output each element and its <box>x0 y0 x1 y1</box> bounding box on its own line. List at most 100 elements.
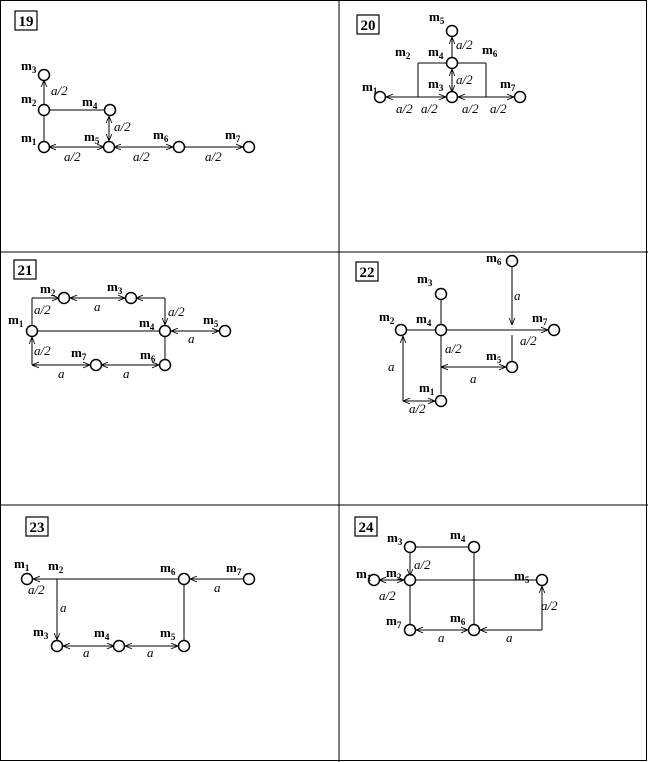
label-m3: m3 <box>417 271 433 288</box>
label-m2: m2 <box>386 565 402 582</box>
node-m7 <box>547 323 561 337</box>
node-m1 <box>367 573 381 587</box>
node-m7 <box>89 358 103 372</box>
label-m5: m5 <box>84 129 100 146</box>
node-m2 <box>403 573 417 587</box>
dimension-labels: a/2 a/2 a/2 a a <box>379 557 558 645</box>
label-m4: m4 <box>416 311 432 328</box>
svg-text:a/2: a/2 <box>462 101 479 116</box>
panel-24: 24 m3 m4 m1 m2 m5 m7 <box>354 516 558 645</box>
node-m4 <box>445 56 459 70</box>
panel-number: 22 <box>360 265 375 281</box>
node-m5 <box>445 24 459 38</box>
label-m7: m7 <box>532 310 548 327</box>
panel-number-box: 20 <box>356 14 380 35</box>
label-m5: m5 <box>429 9 445 26</box>
svg-text:a/2: a/2 <box>28 582 45 597</box>
node-m7 <box>513 90 527 104</box>
node-m4 <box>434 323 448 337</box>
node-m7 <box>242 572 256 586</box>
edges <box>386 37 514 97</box>
svg-text:a/2: a/2 <box>168 304 185 319</box>
node-m4 <box>103 103 117 117</box>
node-m5 <box>505 360 519 374</box>
svg-text:a/2: a/2 <box>34 343 51 358</box>
node-m2 <box>57 291 71 305</box>
svg-text:a/2: a/2 <box>490 101 507 116</box>
svg-text:a: a <box>470 371 477 386</box>
label-m7: m7 <box>225 127 241 144</box>
label-m6: m6 <box>450 610 466 627</box>
label-m4: m4 <box>139 315 155 332</box>
node-m6 <box>467 623 481 637</box>
svg-text:a/2: a/2 <box>133 149 150 164</box>
panel-number-box: 21 <box>13 259 37 280</box>
node-m5 <box>218 324 232 338</box>
svg-text:a/2: a/2 <box>520 333 537 348</box>
node-m3 <box>124 291 138 305</box>
nodes <box>373 24 527 104</box>
dimension-labels: a a/2 a/2 a a/2 a <box>388 288 537 416</box>
panel-22: 22 m3 m4 m2 m6 m7 m5 m1 <box>355 250 561 416</box>
edges <box>379 546 542 630</box>
dimension-labels: a/2 a a/2 a a/2 a a <box>34 299 195 381</box>
label-m4: m4 <box>428 44 444 61</box>
node-m5 <box>177 639 191 653</box>
node-m3 <box>445 90 459 104</box>
label-m6: m6 <box>486 250 502 267</box>
node-m7 <box>242 140 256 154</box>
nodes <box>394 254 561 408</box>
svg-text:a/2: a/2 <box>409 401 426 416</box>
mass-labels: m3 m4 m1 m2 m5 m7 m6 <box>356 527 530 630</box>
label-m1: m1 <box>21 130 37 147</box>
edges <box>32 298 219 365</box>
svg-text:a/2: a/2 <box>379 588 396 603</box>
mass-labels: m3 m2 m1 m4 m5 m6 m7 <box>21 58 241 147</box>
node-m4 <box>112 639 126 653</box>
label-m5: m5 <box>203 312 219 329</box>
svg-text:a: a <box>214 580 221 595</box>
panel-20: 20 m5 m2 m4 m6 m3 m1 m7 <box>356 9 527 116</box>
nodes <box>367 540 549 637</box>
label-m2: m2 <box>379 309 395 326</box>
panel-number: 20 <box>361 18 376 34</box>
node-m1 <box>20 572 34 586</box>
label-m3: m3 <box>33 624 49 641</box>
svg-text:a: a <box>123 366 130 381</box>
svg-text:a: a <box>438 630 445 645</box>
label-m2: m2 <box>48 558 64 575</box>
label-m4: m4 <box>450 527 466 544</box>
svg-text:a/2: a/2 <box>34 302 51 317</box>
svg-text:a/2: a/2 <box>64 149 81 164</box>
dimension-labels: a/2 a/2 a/2 a/2 a/2 <box>51 83 222 164</box>
svg-text:a/2: a/2 <box>541 598 558 613</box>
panel-23: 23 m1 m2 m6 m7 m3 m4 m5 <box>14 516 256 660</box>
label-m5: m5 <box>514 568 530 585</box>
mass-labels: m3 m4 m2 m6 m7 m5 m1 <box>379 250 548 397</box>
panel-number: 23 <box>30 520 45 536</box>
dimension-labels: a/2 a a a a <box>28 580 221 660</box>
label-m1: m1 <box>362 79 378 96</box>
panel-21: 21 m1 m2 m3 m4 <box>8 259 232 381</box>
node-m6 <box>177 572 191 586</box>
svg-text:a: a <box>58 366 65 381</box>
label-m2: m2 <box>21 91 37 108</box>
nodes <box>20 572 256 653</box>
label-m2: m2 <box>395 44 411 61</box>
edges <box>403 267 548 401</box>
label-m1: m1 <box>8 312 24 329</box>
node-m2 <box>37 103 51 117</box>
label-m3: m3 <box>107 279 123 296</box>
node-m1 <box>373 90 387 104</box>
panel-number: 21 <box>18 263 33 279</box>
label-m1: m1 <box>14 556 30 573</box>
mass-labels: m1 m2 m6 m7 m3 m4 m5 <box>14 556 242 642</box>
svg-text:a: a <box>514 288 521 303</box>
panel-number-box: 23 <box>25 516 49 537</box>
edges <box>44 80 243 147</box>
mass-labels: m1 m2 m3 m4 m5 m6 m7 <box>8 279 219 364</box>
label-m7: m7 <box>500 76 516 93</box>
label-m1: m1 <box>419 380 435 397</box>
node-m6 <box>158 358 172 372</box>
